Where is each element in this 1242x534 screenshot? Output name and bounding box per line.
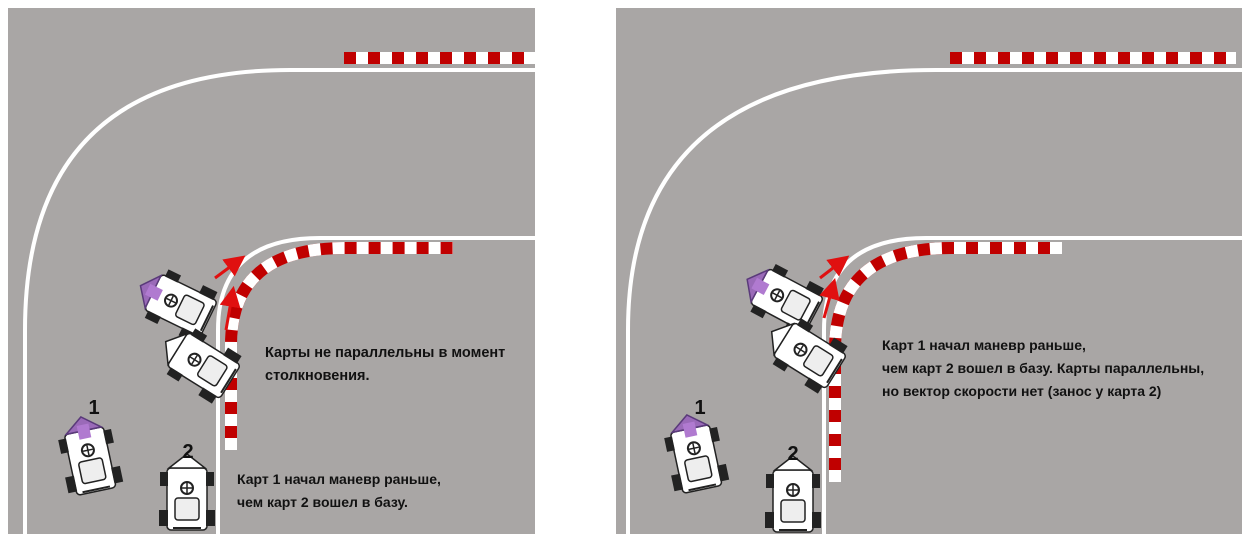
kart-1-number: 1: [694, 397, 705, 419]
diagram-panel-right: 1 2 Карт 1 начал маневр раньше, чем карт…: [606, 0, 1242, 534]
kart-2-number: 2: [182, 441, 193, 463]
kart-2-number: 2: [787, 443, 798, 465]
note-line-2: столкновения.: [265, 368, 370, 384]
caption-line-2: чем карт 2 вошел в базу.: [237, 494, 408, 510]
note-line-3: но вектор скорости нет (занос у карта 2): [882, 383, 1161, 399]
kart-1-number: 1: [88, 397, 99, 419]
caption-line-1: Карт 1 начал маневр раньше,: [237, 471, 441, 487]
track-diagram-right: 1 2 Карт 1 начал маневр раньше, чем карт…: [606, 0, 1242, 534]
track-diagram-left: 1 2 Карты не параллельны в момент столкн…: [0, 0, 545, 534]
diagram-panel-left: 1 2 Карты не параллельны в момент столкн…: [0, 0, 545, 534]
note-line-1: Карты не параллельны в момент: [265, 345, 505, 361]
note-line-1: Карт 1 начал маневр раньше,: [882, 337, 1086, 353]
note-line-2: чем карт 2 вошел в базу. Карты параллель…: [882, 360, 1204, 376]
